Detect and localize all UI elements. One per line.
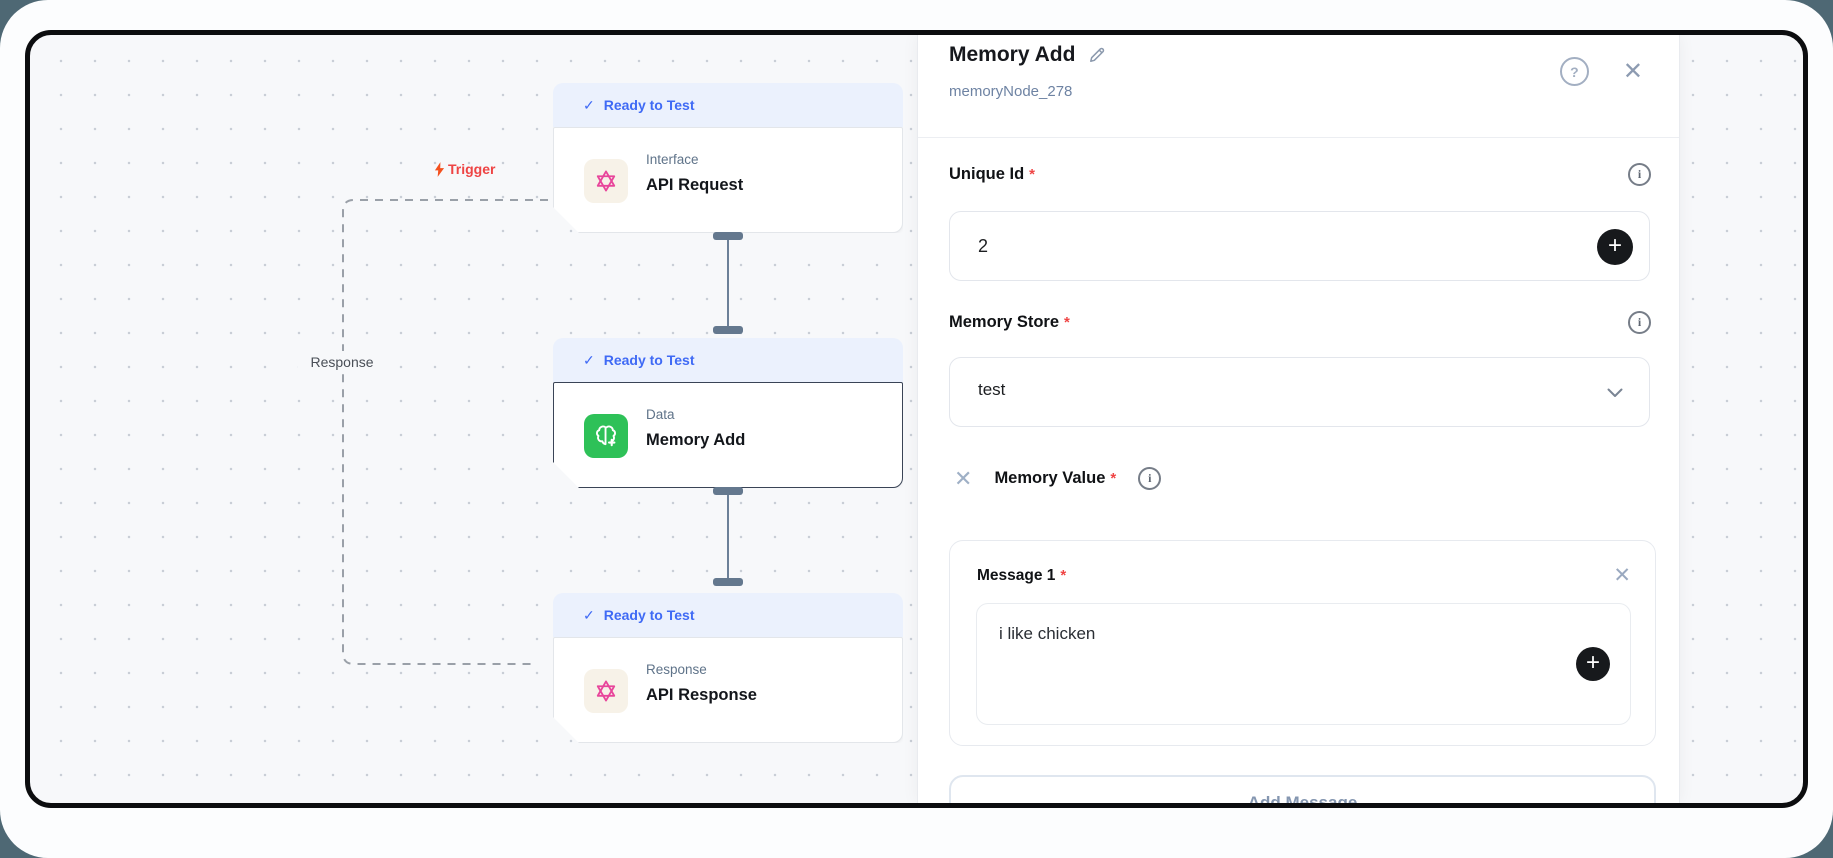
node-title: API Response	[646, 686, 757, 704]
check-icon: ✓	[583, 606, 595, 623]
trigger-edge-label: Trigger	[434, 161, 495, 177]
response-edge-label: Response	[298, 351, 386, 373]
message-textarea[interactable]: i like chicken +	[976, 603, 1631, 725]
memory-store-label: Memory Store	[949, 313, 1060, 331]
node-card[interactable]: Response API Response	[553, 637, 903, 743]
card-bevel	[551, 207, 580, 236]
trigger-edge-text: Trigger	[448, 161, 496, 177]
memory-store-select[interactable]: test	[949, 357, 1650, 427]
add-message-button[interactable]: Add Message	[949, 775, 1656, 803]
chevron-down-icon	[1607, 388, 1623, 397]
unique-id-label: Unique Id	[949, 165, 1025, 183]
hexagram-icon	[584, 669, 628, 713]
node-title: Memory Add	[646, 431, 746, 449]
panel-divider	[918, 137, 1679, 138]
node-api-request[interactable]: ✓ Ready to Test Interface API Request	[553, 83, 903, 233]
remove-message-icon[interactable]: ✕	[1613, 564, 1631, 587]
required-marker: *	[1064, 314, 1070, 331]
memory-store-value: test	[978, 380, 1006, 399]
info-icon[interactable]: i	[1628, 163, 1651, 186]
node-status-text: Ready to Test	[603, 352, 695, 368]
collapse-section-icon[interactable]: ✕	[954, 465, 973, 491]
insert-variable-button[interactable]: +	[1576, 647, 1610, 681]
connector-handle[interactable]	[713, 487, 743, 495]
node-status-badge: ✓ Ready to Test	[553, 593, 903, 637]
message-card: Message 1* ✕ i like chicken +	[949, 540, 1656, 746]
check-icon: ✓	[583, 96, 595, 113]
connector-line	[727, 495, 729, 578]
node-card[interactable]: Interface API Request	[553, 127, 903, 233]
node-api-response[interactable]: ✓ Ready to Test Response API Response	[553, 593, 903, 743]
required-marker: *	[1110, 470, 1117, 487]
node-id-text: memoryNode_278	[949, 83, 1073, 100]
connector-handle[interactable]	[713, 232, 743, 240]
info-icon[interactable]: i	[1138, 467, 1162, 490]
connector-handle[interactable]	[713, 578, 743, 586]
required-marker: *	[1029, 166, 1036, 183]
memory-value-label: Memory Value	[994, 469, 1106, 487]
node-card-selected[interactable]: Data Memory Add	[553, 382, 903, 488]
app-window-frame: Trigger Response ✓ Ready to Test Interfa…	[25, 30, 1808, 808]
card-bevel	[551, 462, 580, 491]
node-category: Interface	[646, 152, 699, 167]
node-status-text: Ready to Test	[603, 97, 695, 113]
node-title: API Request	[646, 176, 744, 194]
node-status-badge: ✓ Ready to Test	[553, 338, 903, 382]
node-memory-add[interactable]: ✓ Ready to Test Data Memory Add	[553, 338, 903, 488]
info-icon[interactable]: i	[1628, 311, 1651, 334]
message-value: i like chicken	[999, 624, 1096, 643]
node-status-badge: ✓ Ready to Test	[553, 83, 903, 127]
lightning-bolt-icon	[434, 161, 445, 177]
connector-line	[727, 240, 729, 326]
node-category: Response	[646, 662, 707, 677]
edit-pencil-icon[interactable]	[1087, 45, 1107, 65]
brain-icon	[584, 414, 628, 458]
message-label: Message 1	[977, 566, 1056, 584]
connector-handle[interactable]	[713, 326, 743, 334]
hexagram-icon	[584, 159, 628, 203]
help-icon[interactable]: ?	[1559, 57, 1589, 86]
card-bevel	[551, 717, 580, 746]
node-status-text: Ready to Test	[603, 607, 695, 623]
panel-title: Memory Add	[949, 43, 1076, 66]
close-panel-icon[interactable]: ✕	[1622, 57, 1643, 85]
insert-variable-button[interactable]: +	[1597, 229, 1633, 265]
check-icon: ✓	[583, 351, 595, 368]
node-config-panel: Memory Add memoryNode_278 ? ✕ Unique Id*…	[917, 35, 1737, 803]
required-marker: *	[1060, 566, 1067, 584]
unique-id-input-box: +	[949, 211, 1737, 281]
node-category: Data	[646, 407, 675, 422]
